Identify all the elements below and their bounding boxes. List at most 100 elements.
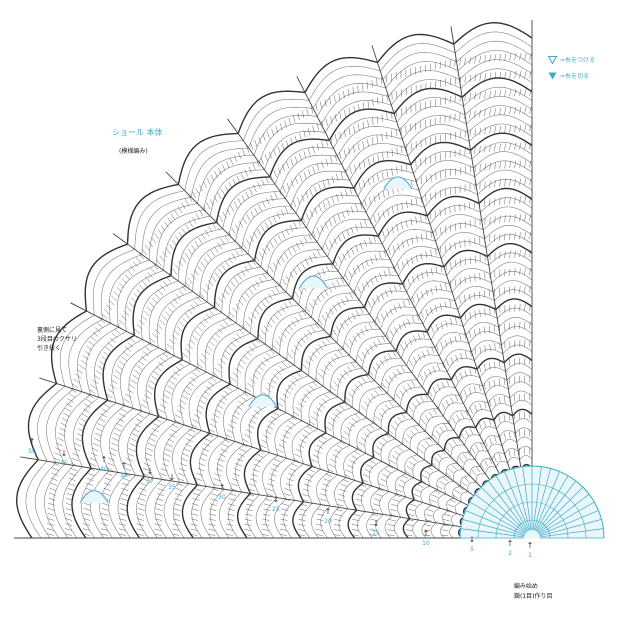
spoke-line xyxy=(20,456,463,528)
open-triangle-icon xyxy=(548,55,557,64)
stitch-ticks-row xyxy=(387,393,531,536)
start-spoke xyxy=(462,519,525,537)
start-spoke xyxy=(487,480,528,532)
row-number-label: 35 xyxy=(168,484,176,491)
stitch-ticks-row xyxy=(333,339,531,536)
start-spoke xyxy=(495,475,529,532)
arrow-up-icon: ↑ xyxy=(506,539,514,548)
row-number-label: 15 xyxy=(372,530,380,537)
start-ring xyxy=(495,501,569,539)
stitch-ticks-row xyxy=(46,52,532,536)
stitch-ticks-row xyxy=(136,142,532,536)
start-spoke xyxy=(480,486,527,533)
start-spoke xyxy=(539,528,604,538)
start-spoke xyxy=(537,486,584,533)
row-number-label: 5 xyxy=(470,546,474,553)
stitch-ticks-row xyxy=(172,178,532,536)
start-spoke xyxy=(504,471,530,531)
arrow-up-icon: ↑ xyxy=(422,529,430,538)
spoke-line xyxy=(371,45,511,472)
row-number-label: 40 xyxy=(100,466,108,473)
row-number-label: 37 xyxy=(146,478,154,485)
stitch-ticks-row xyxy=(441,447,530,536)
row-number-label: 20 xyxy=(324,518,332,525)
start-spoke xyxy=(513,468,531,531)
chart-title: ショール 本体 xyxy=(112,128,163,137)
row-number-label: 2 xyxy=(508,550,512,557)
legend-cut: =糸を切る xyxy=(548,71,589,80)
color-change-arc xyxy=(298,275,328,289)
stitch-ticks-row xyxy=(351,357,531,536)
side-note-line: 裏側に見て xyxy=(37,327,68,334)
spoke-lines xyxy=(14,20,533,539)
arrow-down-icon: ↓ xyxy=(272,495,280,504)
stitch-ticks xyxy=(46,52,532,536)
start-note-line: 編み始め xyxy=(514,583,539,590)
chart-subtitle: (模様編み) xyxy=(119,148,148,155)
stitch-ticks-row xyxy=(297,303,531,536)
arrow-down-icon: ↓ xyxy=(468,535,476,544)
start-spoke xyxy=(534,471,560,531)
spoke-line xyxy=(296,76,501,476)
starting-half-circle xyxy=(459,465,605,539)
stitch-ticks-row xyxy=(100,106,532,536)
color-change-arc xyxy=(79,490,109,503)
row-number-label: 1 xyxy=(528,552,532,559)
start-ring xyxy=(477,483,587,539)
stitch-ticks-row xyxy=(243,249,531,536)
stitch-ticks-row xyxy=(64,70,532,536)
row-number-label: 30 xyxy=(218,494,226,501)
arrow-up-icon: ↑ xyxy=(324,507,332,516)
start-spoke xyxy=(539,519,602,537)
stitch-ticks-row xyxy=(208,214,532,536)
start-spoke xyxy=(535,475,569,532)
start-spoke xyxy=(538,493,590,534)
start-spoke xyxy=(522,466,532,531)
stitch-ticks-row xyxy=(405,411,531,536)
stitch-ticks-row xyxy=(82,88,532,536)
start-spoke xyxy=(465,510,525,536)
spoke-line xyxy=(39,377,466,517)
start-spoke xyxy=(533,468,551,531)
start-spoke xyxy=(538,501,595,535)
color-change-arc xyxy=(383,176,413,190)
start-spoke xyxy=(469,501,526,535)
row-number-label: 25 xyxy=(272,506,280,513)
row-number-label: 50 xyxy=(28,448,36,455)
start-ring xyxy=(513,519,551,539)
stitch-ticks-row xyxy=(226,232,531,536)
arrow-down-icon: ↓ xyxy=(168,473,176,482)
arrow-up-icon: ↑ xyxy=(28,437,36,446)
arrow-up-icon: ↑ xyxy=(120,461,128,470)
start-note: 編み始め 鎖(1目)作り目 xyxy=(514,582,553,602)
arrow-up-icon: ↑ xyxy=(100,455,108,464)
arrow-up-icon: ↑ xyxy=(526,541,534,550)
arrow-down-icon: ↓ xyxy=(146,467,154,476)
arrow-down-icon: ↓ xyxy=(372,519,380,528)
spoke-line xyxy=(227,118,492,482)
row-number-label: 38 xyxy=(120,472,128,479)
legend-attach-label: =糸をつける xyxy=(560,57,596,64)
side-note: 裏側に見て 3段目のクサリ 引き抜く xyxy=(37,326,77,353)
legend-cut-label: =糸を切る xyxy=(560,73,590,80)
legend-attach: =糸をつける xyxy=(548,55,595,64)
arrow-down-icon: ↓ xyxy=(60,449,68,458)
stitch-ticks-row xyxy=(369,375,531,536)
stitch-ticks-row xyxy=(423,429,531,536)
side-note-line: 引き抜く xyxy=(37,345,62,352)
side-note-line: 3段目のクサリ xyxy=(37,336,77,343)
filled-triangle-icon xyxy=(548,72,557,79)
stitch-ticks-row xyxy=(315,321,531,536)
color-change-arc xyxy=(248,394,278,408)
stitch-ticks-row xyxy=(118,124,532,536)
stitch-ticks-row xyxy=(261,267,531,536)
arrow-up-icon: ↑ xyxy=(218,483,226,492)
start-note-line: 鎖(1目)作り目 xyxy=(514,593,553,600)
color-change-arcs xyxy=(79,176,413,503)
spoke-line xyxy=(165,171,483,489)
start-spoke xyxy=(532,466,542,531)
row-number-label: 10 xyxy=(422,540,430,547)
start-spoke xyxy=(460,528,525,538)
